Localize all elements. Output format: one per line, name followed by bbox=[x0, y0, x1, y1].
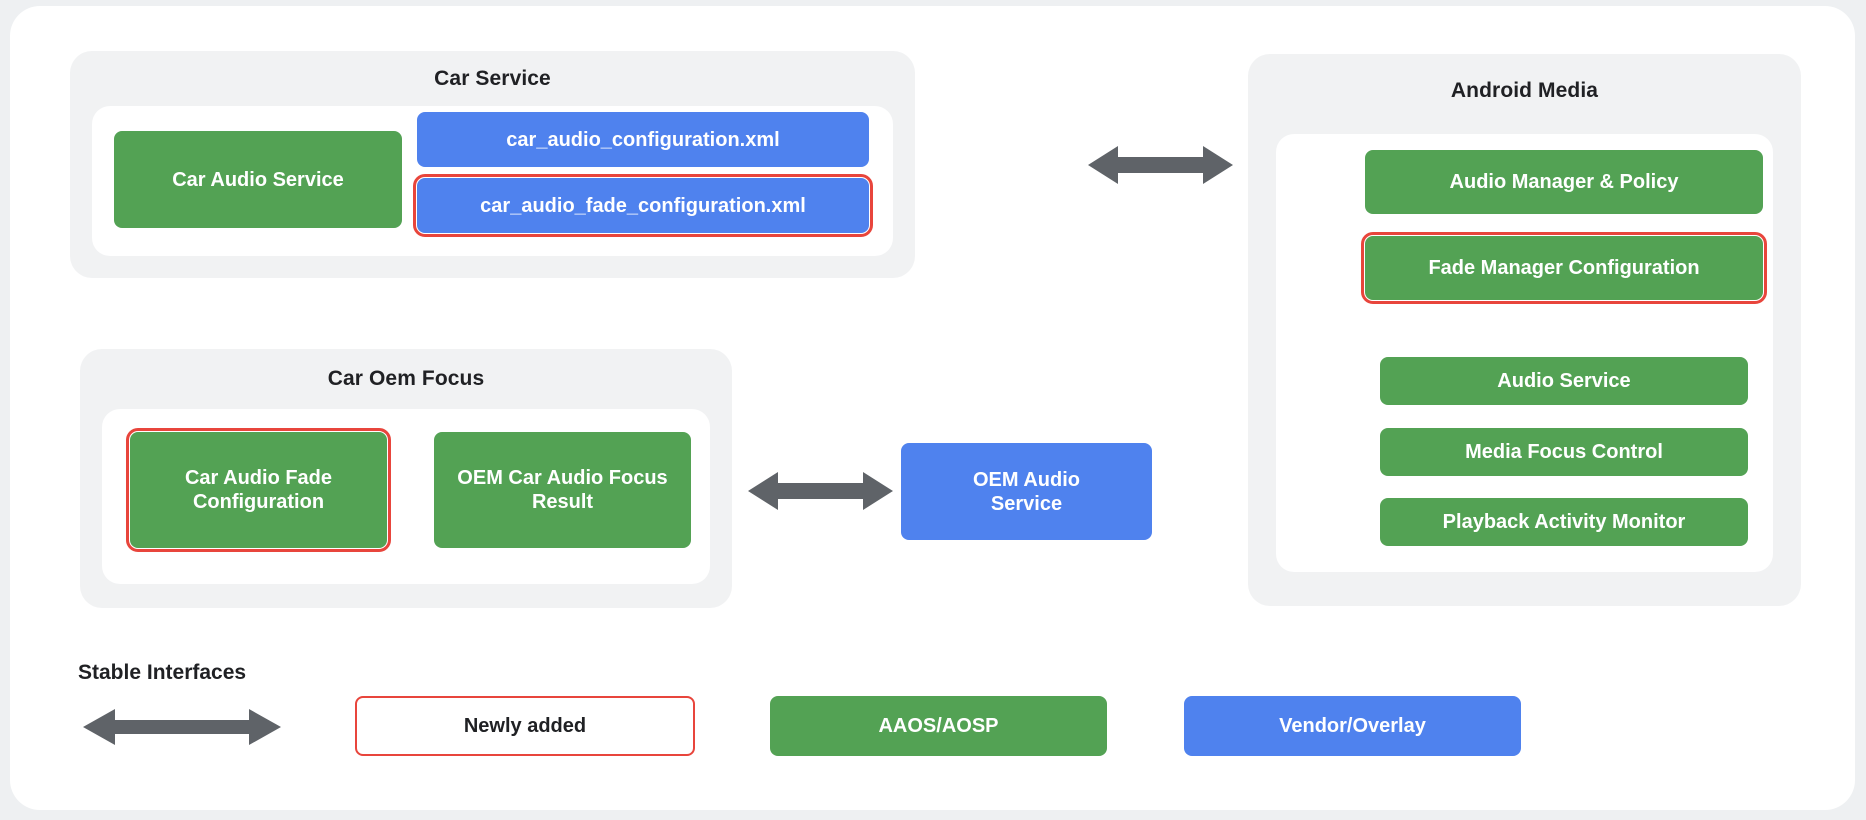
group-car-oem-focus-title: Car Oem Focus bbox=[327, 367, 485, 390]
legend-item-aaos-aosp-label: AAOS/AOSP bbox=[878, 714, 999, 737]
group-android-media-title: Android Media bbox=[1450, 79, 1599, 102]
double-arrow-icon bbox=[83, 709, 281, 745]
legend-item-aaos-aosp[interactable]: AAOS/AOSP bbox=[770, 696, 1107, 756]
legend-stable-interfaces-arrow bbox=[83, 707, 281, 747]
node-audio-service[interactable]: Audio Service bbox=[1380, 357, 1748, 405]
node-audio-manager-policy-label: Audio Manager & Policy bbox=[1449, 171, 1679, 193]
group-car-service-title: Car Service bbox=[434, 67, 551, 90]
legend-item-newly-added-label: Newly added bbox=[463, 714, 587, 737]
node-car-audio-configuration-xml-label: car_audio_configuration.xml bbox=[506, 128, 780, 151]
group-car-service: Car Service Car Audio Service car_audio_… bbox=[70, 51, 915, 278]
group-car-oem-focus: Car Oem Focus Car Audio Fade Configurati… bbox=[80, 349, 732, 608]
node-media-focus-control-label: Media Focus Control bbox=[1465, 441, 1663, 463]
double-arrow-icon bbox=[1088, 146, 1233, 184]
double-arrow-icon bbox=[748, 472, 893, 510]
connector-car-oem-focus-to-oem-audio-service bbox=[748, 470, 893, 512]
node-car-audio-fade-configuration-label: Car Audio Fade Configuration bbox=[184, 467, 333, 513]
node-media-focus-control[interactable]: Media Focus Control bbox=[1380, 428, 1748, 476]
group-android-media: Android Media Audio Manager & Policy Fad… bbox=[1248, 54, 1801, 606]
node-fade-manager-configuration[interactable]: Fade Manager Configuration bbox=[1361, 232, 1767, 304]
node-playback-activity-monitor[interactable]: Playback Activity Monitor bbox=[1380, 498, 1748, 546]
node-car-audio-fade-configuration[interactable]: Car Audio Fade Configuration bbox=[126, 428, 391, 552]
group-car-oem-focus-inner: Car Audio Fade Configuration OEM Car Aud… bbox=[102, 409, 710, 584]
node-car-audio-fade-configuration-xml[interactable]: car_audio_fade_configuration.xml bbox=[413, 174, 873, 237]
connector-car-service-to-android-media bbox=[1088, 144, 1233, 186]
legend-item-vendor-overlay-label: Vendor/Overlay bbox=[1279, 714, 1426, 737]
group-android-media-inner: Audio Manager & Policy Fade Manager Conf… bbox=[1276, 134, 1773, 572]
node-oem-audio-service-label-line2: Service bbox=[990, 492, 1063, 515]
node-car-audio-configuration-xml[interactable]: car_audio_configuration.xml bbox=[417, 112, 869, 167]
legend-title: Stable Interfaces bbox=[78, 661, 247, 684]
legend-item-newly-added[interactable]: Newly added bbox=[355, 696, 695, 756]
node-car-audio-fade-configuration-xml-label: car_audio_fade_configuration.xml bbox=[480, 194, 806, 217]
node-audio-service-label: Audio Service bbox=[1497, 370, 1631, 392]
node-car-audio-service[interactable]: Car Audio Service bbox=[114, 131, 402, 228]
node-car-audio-service-label: Car Audio Service bbox=[172, 168, 344, 191]
node-playback-activity-monitor-label: Playback Activity Monitor bbox=[1442, 511, 1686, 533]
node-oem-audio-service[interactable]: OEM Audio Service bbox=[901, 443, 1152, 540]
node-oem-car-audio-focus-result-label: OEM Car Audio Focus Result bbox=[457, 467, 668, 513]
node-oem-audio-service-label-line1: OEM Audio bbox=[972, 468, 1081, 491]
group-car-service-inner: Car Audio Service car_audio_configuratio… bbox=[92, 106, 893, 256]
diagram-card: Car Service Car Audio Service car_audio_… bbox=[10, 6, 1855, 810]
node-audio-manager-policy[interactable]: Audio Manager & Policy bbox=[1365, 150, 1763, 214]
node-oem-car-audio-focus-result[interactable]: OEM Car Audio Focus Result bbox=[434, 432, 691, 548]
legend-item-vendor-overlay[interactable]: Vendor/Overlay bbox=[1184, 696, 1521, 756]
node-fade-manager-configuration-label: Fade Manager Configuration bbox=[1428, 257, 1700, 279]
